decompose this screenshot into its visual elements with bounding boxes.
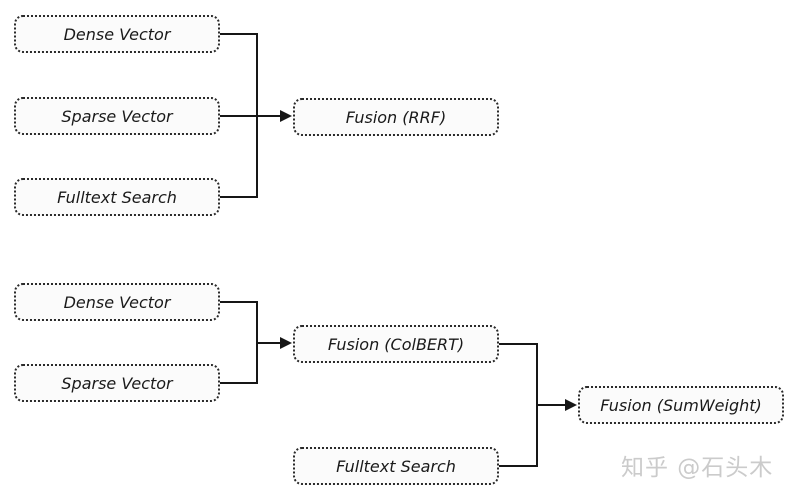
node-label: Dense Vector — [63, 292, 171, 312]
node-label: Fulltext Search — [336, 456, 456, 476]
node-sparse-vector-top: Sparse Vector — [14, 97, 220, 135]
edge-bottom-arrowhead2 — [565, 399, 577, 411]
node-label: Fusion (ColBERT) — [327, 334, 465, 354]
node-label: Fusion (RRF) — [345, 107, 447, 127]
node-label: Dense Vector — [63, 24, 171, 44]
node-label: Sparse Vector — [61, 106, 173, 126]
node-fusion-colbert: Fusion (ColBERT) — [293, 325, 499, 363]
edge-bottom-arrowhead1 — [280, 337, 292, 349]
edge-bottom-bus-1 — [220, 301, 258, 384]
edge-bottom-bus-2 — [497, 343, 538, 467]
node-dense-vector-top: Dense Vector — [14, 15, 220, 53]
node-dense-vector-bottom: Dense Vector — [14, 283, 220, 321]
node-label: Fulltext Search — [57, 187, 177, 207]
node-label: Fusion (SumWeight) — [600, 395, 762, 415]
node-fulltext-search-top: Fulltext Search — [14, 178, 220, 216]
node-fulltext-search-bottom: Fulltext Search — [293, 447, 499, 485]
node-sparse-vector-bottom: Sparse Vector — [14, 364, 220, 402]
node-label: Sparse Vector — [61, 373, 173, 393]
watermark: 知乎 @石头木 — [621, 455, 774, 481]
edge-top-arrowhead — [280, 110, 292, 122]
node-fusion-rrf: Fusion (RRF) — [293, 98, 499, 136]
node-fusion-sumweight: Fusion (SumWeight) — [578, 386, 784, 424]
